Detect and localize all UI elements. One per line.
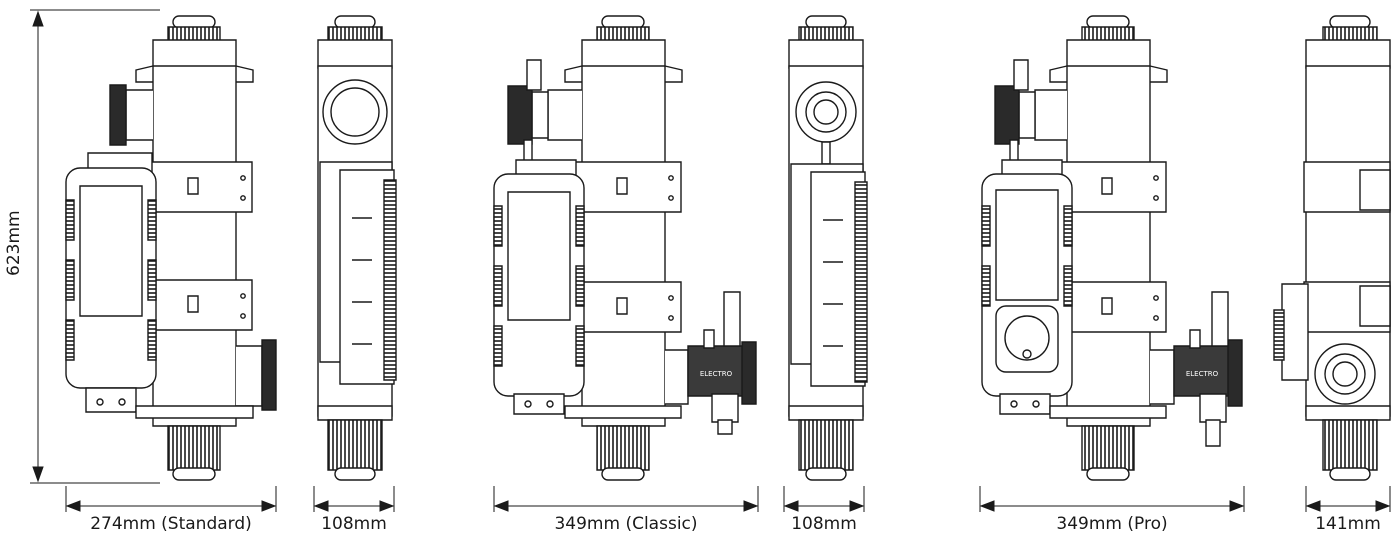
arrowhead-pro-side-right (1376, 501, 1389, 511)
arrowhead-standard-left (67, 501, 80, 511)
standard-front-view (66, 12, 276, 480)
arrowhead-classic-right (744, 501, 757, 511)
pro-front-view (982, 16, 1242, 480)
width-label-pro: 349mm (Pro) (1056, 514, 1168, 534)
width-label-classic-side: 108mm (791, 514, 857, 534)
arrowhead-pro-right (1230, 501, 1243, 511)
standard-side-view (318, 16, 396, 480)
arrowhead-standard-side-right (380, 501, 393, 511)
sensor-badge-classic: ELECTRO (700, 370, 733, 378)
height-label: 623mm (4, 210, 24, 276)
width-label-standard: 274mm (Standard) (90, 514, 252, 534)
classic-front-view (494, 16, 756, 480)
arrowhead-standard-side-left (315, 501, 328, 511)
width-dimensions (66, 486, 1390, 512)
height-dimension (30, 10, 160, 483)
arrowhead-classic-side-right (850, 501, 863, 511)
arrowhead-standard-right (262, 501, 275, 511)
arrowhead-pro-left (981, 501, 994, 511)
arrowhead-pro-side-left (1307, 501, 1320, 511)
arrowhead-classic-left (495, 501, 508, 511)
arrowhead-classic-side-left (785, 501, 798, 511)
pro-side-view (1274, 16, 1390, 480)
classic-side-view (789, 16, 867, 480)
width-label-pro-side: 141mm (1315, 514, 1381, 534)
width-label-classic: 349mm (Classic) (554, 514, 698, 534)
width-label-standard-side: 108mm (321, 514, 387, 534)
sensor-badge-pro: ELECTRO (1186, 370, 1219, 378)
